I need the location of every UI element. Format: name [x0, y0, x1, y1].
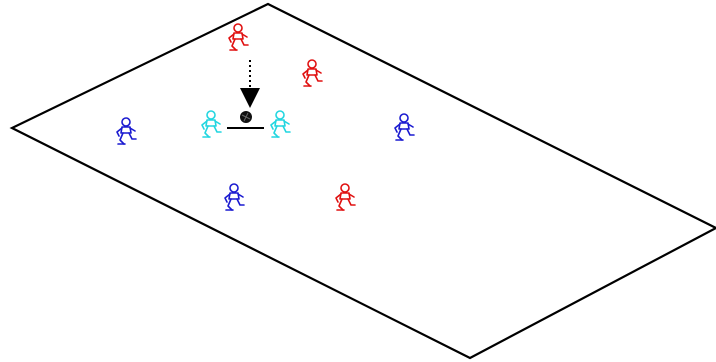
cyan-player-1 [202, 111, 221, 137]
blue-player-1 [117, 118, 136, 144]
ball-icon [240, 111, 252, 123]
field-outline [12, 4, 716, 358]
blue-player-2 [395, 114, 414, 140]
red-player-3 [336, 184, 355, 210]
red-player-1 [229, 24, 248, 50]
red-player-2 [303, 60, 322, 86]
blue-player-3 [225, 184, 244, 210]
cyan-player-2 [271, 111, 290, 137]
